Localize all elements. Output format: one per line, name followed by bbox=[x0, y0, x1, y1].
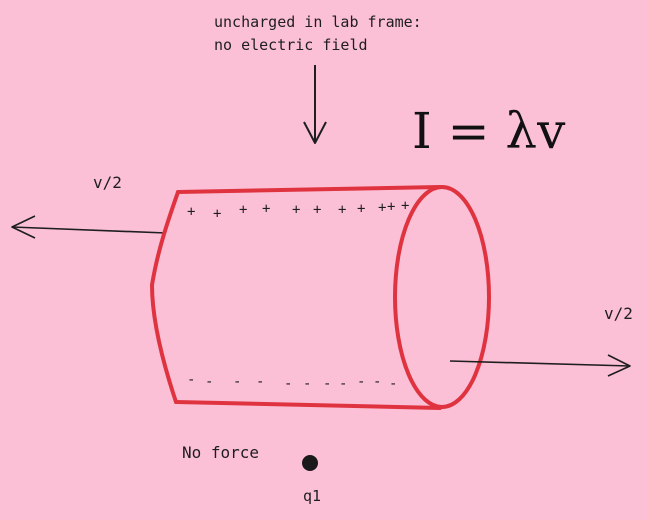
positive-charges: +++++++++++ bbox=[187, 198, 409, 222]
minus-charge: - bbox=[303, 376, 311, 392]
minus-charge: - bbox=[187, 372, 195, 388]
charge-q1-label: q1 bbox=[303, 487, 322, 505]
right-velocity-arrow-head bbox=[607, 354, 631, 377]
plus-charge: + bbox=[187, 204, 195, 220]
plus-charge: + bbox=[292, 202, 300, 218]
minus-charge: - bbox=[256, 374, 264, 390]
plus-charge: + bbox=[338, 202, 346, 218]
minus-charge: - bbox=[284, 376, 292, 392]
wire-cylinder bbox=[150, 185, 491, 410]
right-velocity-arrow bbox=[449, 360, 631, 367]
minus-charge: - bbox=[233, 374, 241, 390]
cylinder-bottom-edge bbox=[174, 400, 442, 410]
cylinder-top-edge bbox=[176, 185, 442, 194]
current-equation: I = λv bbox=[412, 102, 566, 160]
no-force-label: No force bbox=[182, 443, 260, 462]
minus-charge: - bbox=[339, 376, 347, 392]
plus-charge: + bbox=[313, 202, 321, 218]
cylinder-left-edge bbox=[150, 190, 180, 404]
minus-charge: - bbox=[323, 376, 331, 392]
plus-charge: + bbox=[378, 200, 386, 216]
annotation-line-2: no electric field bbox=[214, 36, 368, 54]
left-velocity-arrow-head bbox=[11, 215, 36, 239]
annotation-line-1: uncharged in lab frame: bbox=[214, 13, 422, 31]
minus-charge: - bbox=[205, 374, 213, 390]
charge-q1-dot bbox=[302, 455, 318, 471]
minus-charge: - bbox=[389, 376, 397, 392]
plus-charge: + bbox=[262, 201, 270, 217]
plus-charge: + bbox=[387, 199, 395, 215]
minus-charge: - bbox=[357, 374, 365, 390]
left-velocity-label: v/2 bbox=[93, 173, 122, 192]
negative-charges: ----------- bbox=[187, 372, 397, 392]
right-velocity-label: v/2 bbox=[604, 304, 633, 323]
plus-charge: + bbox=[213, 206, 221, 222]
plus-charge: + bbox=[357, 201, 365, 217]
plus-charge: + bbox=[401, 198, 409, 214]
annotation-arrow-head bbox=[303, 121, 327, 144]
left-velocity-arrow bbox=[11, 226, 167, 234]
cylinder-end-cap bbox=[393, 185, 491, 409]
minus-charge: - bbox=[373, 374, 381, 390]
plus-charge: + bbox=[239, 202, 247, 218]
